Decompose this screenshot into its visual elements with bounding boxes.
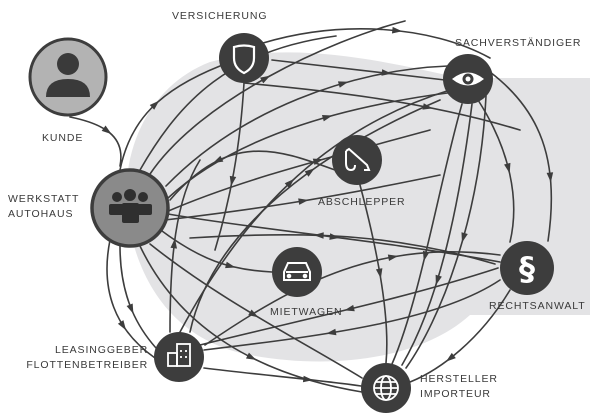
connection-lines xyxy=(69,20,554,393)
connection-line xyxy=(203,279,501,351)
arrowhead xyxy=(225,261,236,269)
node-werkstatt[interactable] xyxy=(90,168,170,248)
node-versicherung[interactable] xyxy=(219,33,269,83)
arrowhead xyxy=(212,155,224,164)
arrowhead xyxy=(461,232,468,243)
node-mietwagen[interactable] xyxy=(272,247,322,297)
label-werkstatt: WERKSTATT AUTOHAUS xyxy=(8,193,80,220)
eye-icon xyxy=(452,72,484,86)
connection-line xyxy=(204,251,501,346)
connection-line xyxy=(401,103,473,366)
connection-line xyxy=(69,116,122,167)
arrowhead xyxy=(245,352,257,360)
arrowhead xyxy=(504,162,511,174)
connection-line xyxy=(203,367,362,387)
arrowhead xyxy=(302,375,314,383)
label-kunde: KUNDE xyxy=(42,132,84,144)
car-icon xyxy=(283,262,311,281)
label-versicherung: VERSICHERUNG xyxy=(172,10,268,22)
connection-line xyxy=(106,239,156,359)
arrowhead xyxy=(284,178,295,189)
connection-line xyxy=(243,82,521,131)
arrowhead xyxy=(229,175,237,187)
arrowhead xyxy=(337,81,349,88)
label-leasinggeber: LEASINGGEBER FLOTTENBETREIBER xyxy=(26,344,149,371)
connection-line xyxy=(359,184,388,364)
connection-line xyxy=(214,82,245,251)
connection-line xyxy=(119,65,221,171)
connection-line xyxy=(165,65,449,187)
label-rechtsanwalt: RECHTSANWALT xyxy=(489,300,586,312)
connection-line xyxy=(391,103,463,365)
arrowhead xyxy=(381,69,392,76)
arrowhead xyxy=(313,232,324,239)
connection-line xyxy=(405,95,487,369)
node-leasinggeber[interactable] xyxy=(154,332,204,382)
arrowhead xyxy=(326,328,337,336)
connection-line xyxy=(165,129,431,213)
node-abschlepper[interactable] xyxy=(332,135,382,185)
connection-line xyxy=(489,71,553,242)
label-abschlepper: ABSCHLEPPER xyxy=(318,196,406,208)
background-blob xyxy=(126,52,590,362)
node-sachverstaendiger[interactable] xyxy=(443,54,493,104)
connection-line xyxy=(164,174,441,221)
arrowhead xyxy=(391,26,403,34)
globe-icon xyxy=(373,375,399,401)
arrowhead xyxy=(546,172,554,183)
label-hersteller: HERSTELLER IMPORTEUR xyxy=(420,373,498,400)
arrowhead xyxy=(126,303,134,314)
label-mietwagen: MIETWAGEN xyxy=(270,306,343,318)
building-icon xyxy=(167,343,191,367)
shield-icon xyxy=(232,44,256,75)
arrowhead xyxy=(101,125,112,135)
connection-line xyxy=(262,28,491,59)
connection-line xyxy=(169,159,201,333)
arrowhead xyxy=(170,238,177,249)
arrowhead xyxy=(344,304,355,312)
connection-line xyxy=(409,289,511,383)
node-hersteller[interactable] xyxy=(361,363,411,413)
arrowhead xyxy=(298,198,309,205)
connection-line xyxy=(169,150,336,201)
arrowhead xyxy=(422,103,433,110)
arrowhead xyxy=(387,254,399,261)
arrowhead xyxy=(375,268,383,279)
paragraph-icon: § xyxy=(519,250,535,288)
label-sachverstaendiger: SACHVERSTÄNDIGER xyxy=(455,37,582,49)
connection-line xyxy=(139,245,363,393)
connection-line xyxy=(149,243,363,379)
person-icon xyxy=(46,53,90,97)
tow-hook-icon xyxy=(345,147,371,172)
arrowhead xyxy=(445,352,456,362)
connection-line xyxy=(157,227,273,273)
arrowhead xyxy=(435,274,442,286)
connection-line xyxy=(139,35,337,171)
arrowhead xyxy=(117,320,127,331)
connection-line xyxy=(477,99,515,243)
arrowhead xyxy=(304,168,315,177)
node-rechtsanwalt[interactable]: § xyxy=(500,241,554,295)
arrowhead xyxy=(149,100,160,110)
node-kunde[interactable] xyxy=(28,37,108,117)
arrowhead xyxy=(260,75,271,84)
arrowhead xyxy=(321,115,333,122)
group-icon xyxy=(109,189,152,223)
